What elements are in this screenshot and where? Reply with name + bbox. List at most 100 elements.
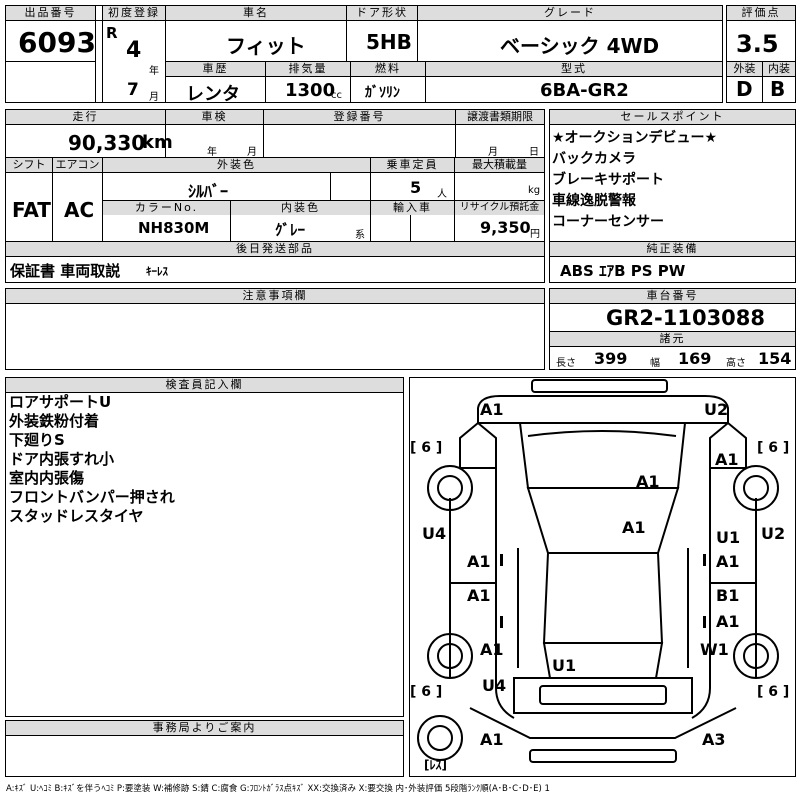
equipment: ABS ｴｱB PS PW xyxy=(560,262,686,280)
score: 3.5 xyxy=(736,30,779,58)
mark-quarter-right: W1 xyxy=(700,640,729,659)
mark-tire-front-left: [ 6 ] xyxy=(410,440,443,456)
displacement: 1300 xyxy=(285,80,336,101)
shift-label: シフト xyxy=(6,158,52,172)
history: レンタ xyxy=(186,84,240,105)
reg-year: 4 xyxy=(126,38,142,63)
width-label: 幅 xyxy=(650,358,660,369)
mark-door-rear-right-2: A1 xyxy=(716,612,740,631)
model: 6BA-GR2 xyxy=(540,80,629,101)
length-label: 長さ xyxy=(556,358,576,369)
office-label: 事務局よりご案内 xyxy=(6,721,403,735)
lot-label: 出品番号 xyxy=(6,6,95,20)
later-parts-small: ｷｰﾚｽ xyxy=(146,265,168,278)
recycle-label: リサイクル預託金 xyxy=(455,201,544,215)
inspector-notes: ロアサポートU 外装鉄粉付着 下廻りS ドア内張すれ小 室内内張傷 フロントバン… xyxy=(9,393,399,526)
fuel-label: 燃料 xyxy=(351,62,425,76)
month-unit: 月 xyxy=(149,92,159,103)
door-type: 5HB xyxy=(366,30,412,54)
aircon: AC xyxy=(64,198,95,222)
mark-quarter-left: A1 xyxy=(480,640,504,659)
height: 154 xyxy=(758,349,792,368)
hist-label: 車歴 xyxy=(166,62,265,76)
car-diagram: A1 U2 [ 6 ] [ 6 ] A1 A1 A1 U4 U2 A1 U1 A… xyxy=(409,377,796,777)
sales-points: ★オークションデビュー★ バックカメラ ブレーキサポート 車線逸脱警報 コーナー… xyxy=(552,128,792,233)
inspect-month: 月 xyxy=(247,147,257,158)
legend: A:ｷｽﾞ U:ﾍｺﾐ B:ｷｽﾞを伴うﾍｺﾐ P:要塗装 W:補修跡 S:錆 … xyxy=(6,784,550,794)
mark-door-front-left: A1 xyxy=(467,552,491,571)
shift: FAT xyxy=(12,198,51,222)
color-label: 外装色 xyxy=(103,158,370,172)
sales-point: 車線逸脱警報 xyxy=(552,193,636,209)
width: 169 xyxy=(678,349,712,368)
details-block xyxy=(5,109,545,283)
notes-block xyxy=(5,288,545,370)
sales-point: バックカメラ xyxy=(552,151,636,167)
chassis-label: 車台番号 xyxy=(550,289,795,303)
recycle-fee: 9,350 xyxy=(480,218,531,237)
equip-label: 純正装備 xyxy=(550,242,795,256)
grade: ベーシック 4WD xyxy=(500,34,660,58)
mark-door-front-right-2: A1 xyxy=(716,552,740,571)
mark-hood: A1 xyxy=(636,472,660,491)
ac-label: エアコン xyxy=(53,158,102,172)
inspector-note: スタッドレスタイヤ xyxy=(9,507,144,525)
import-label: 輸入車 xyxy=(371,201,454,215)
era: R xyxy=(106,24,118,42)
later-parts: 保証書 車両取説 xyxy=(10,262,121,280)
disp-unit: cc xyxy=(331,90,342,101)
regno-label: 登録番号 xyxy=(264,110,455,124)
mark-spare-tire: [ﾚｽ] xyxy=(424,758,447,772)
colorno-label: カラーNo. xyxy=(103,201,230,215)
color-number: NH830M xyxy=(138,219,210,237)
disp-label: 排気量 xyxy=(266,62,350,76)
inspect-year: 年 xyxy=(207,147,217,158)
inspect-label: 車検 xyxy=(166,110,263,124)
car-name: フィット xyxy=(226,34,306,58)
mark-front-left-corner: A1 xyxy=(480,400,504,419)
score-block xyxy=(726,5,796,103)
mark-rear-bumper-right: A3 xyxy=(702,730,726,749)
mark-roof: U1 xyxy=(552,656,577,675)
transfer-label: 譲渡書類期限 xyxy=(456,110,544,124)
mark-front-right-corner: U2 xyxy=(704,400,729,419)
int-label: 内装 xyxy=(763,62,795,76)
sales-point: コーナーセンサー xyxy=(552,214,664,230)
inspector-note: フロントバンパー押され xyxy=(9,488,175,506)
chassis-block xyxy=(549,288,796,370)
transfer-month: 月 xyxy=(488,147,498,158)
header-block xyxy=(5,5,723,103)
recycle-unit: 円 xyxy=(530,229,540,240)
notes-label: 注意事項欄 xyxy=(6,289,544,303)
mark-door-rear-right-1: B1 xyxy=(716,586,740,605)
ext-color: ｼﾙﾊﾞｰ xyxy=(188,182,229,201)
ext-grade: D xyxy=(736,77,753,101)
sales-block xyxy=(549,109,796,283)
fuel: ｶﾞｿﾘﾝ xyxy=(365,85,400,101)
mark-door-rear-left: A1 xyxy=(467,586,491,605)
car-outline xyxy=(417,379,779,763)
int-color: ｸﾞﾚｰ xyxy=(275,221,306,239)
sales-label: セールスポイント xyxy=(550,110,795,124)
mark-tire-rear-left: [ 6 ] xyxy=(410,684,443,700)
inspector-label: 検査員記入欄 xyxy=(6,378,403,392)
int-grade: B xyxy=(770,77,786,101)
door-label: ドア形状 xyxy=(347,6,417,20)
mark-tire-front-right: [ 6 ] xyxy=(757,440,790,456)
later-parts-label: 後日発送部品 xyxy=(6,242,544,256)
inspector-block xyxy=(5,377,404,717)
int-color-suffix: 系 xyxy=(355,230,365,241)
load-unit: kg xyxy=(528,185,541,196)
length: 399 xyxy=(594,349,628,368)
mark-rear-bumper-left: A1 xyxy=(480,730,504,749)
sales-point: ブレーキサポート xyxy=(552,172,664,188)
ext-label: 外装 xyxy=(727,62,762,76)
office-block xyxy=(5,720,404,777)
transfer-day: 日 xyxy=(529,147,539,158)
cap-unit: 人 xyxy=(437,189,447,200)
mark-windshield: A1 xyxy=(622,518,646,537)
sales-point: ★オークションデビュー★ xyxy=(552,130,718,146)
mileage-unit: km xyxy=(142,132,173,153)
mark-door-front-right-1: U1 xyxy=(716,528,741,547)
grade-label: グレード xyxy=(418,6,722,20)
